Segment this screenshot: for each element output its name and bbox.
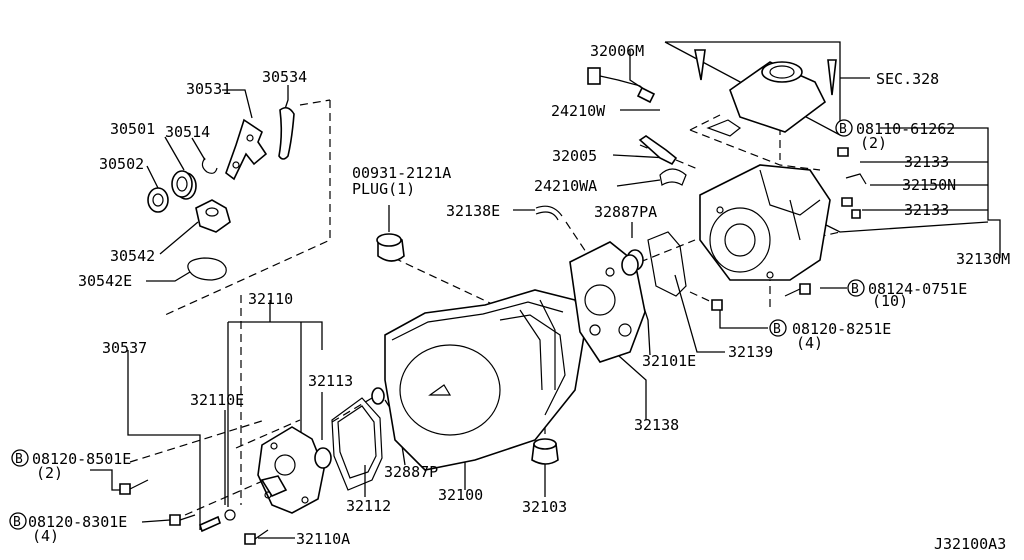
label-30531: 30531: [186, 80, 231, 98]
bolt-callout-08124-0751e: B 08124-0751E (10): [847, 279, 967, 310]
label-24210w: 24210W: [551, 102, 606, 120]
qty-08120-8251e: (4): [796, 334, 823, 352]
label-32103: 32103: [522, 498, 567, 516]
part-24210w-shape: [706, 119, 742, 137]
part-sec328-shape: [694, 49, 837, 133]
label-32100: 32100: [438, 486, 483, 504]
label-24210wa: 24210WA: [534, 177, 597, 195]
bolt-symbol: B: [839, 122, 847, 137]
label-32138: 32138: [634, 416, 679, 434]
label-32101e: 32101E: [642, 352, 696, 370]
bolt-callout-08120-8501e: B 08120-8501E (2): [11, 449, 131, 482]
label-30501: 30501: [110, 120, 155, 138]
label-32110: 32110: [248, 290, 293, 308]
part-32887pa-shape: [621, 249, 644, 276]
label-30502: 30502: [99, 155, 144, 173]
part-32887p-shape: [371, 387, 385, 405]
bolt-shapes: [119, 147, 867, 545]
label-08124-0751e: 08124-0751E: [868, 280, 967, 298]
label-32887pa: 32887PA: [594, 203, 657, 221]
label-08110-61262: 08110-61262: [856, 120, 955, 138]
part-30514-shape: [201, 157, 218, 174]
label-32887p: 32887P: [384, 463, 438, 481]
part-24210wa-shape: [659, 168, 687, 186]
label-30514: 30514: [165, 123, 210, 141]
part-30501-shape: [171, 170, 197, 200]
qty-08124-0751e: (10): [872, 292, 908, 310]
part-32100-shape: [384, 289, 586, 471]
label-plug: PLUG(1): [352, 180, 415, 198]
label-00931-2121a: 00931-2121A: [352, 164, 451, 182]
part-32112-shape: [331, 397, 383, 491]
part-32130m-shape: [699, 164, 831, 281]
label-32133-lower: 32133: [904, 201, 949, 219]
label-32110a: 32110A: [296, 530, 350, 548]
diagram-id: J32100A3: [934, 535, 1006, 553]
bolt-symbol: B: [773, 322, 781, 337]
label-32138e: 32138E: [446, 202, 500, 220]
part-32139-shape: [647, 231, 687, 297]
label-32150n: 32150N: [902, 176, 956, 194]
label-30537: 30537: [102, 339, 147, 357]
part-00931-shape: [376, 233, 405, 262]
label-32006m: 32006M: [590, 42, 644, 60]
label-32130m: 32130M: [956, 250, 1010, 268]
qty-08110-61262: (2): [860, 134, 887, 152]
part-30502-shape: [147, 187, 169, 213]
label-30542: 30542: [110, 247, 155, 265]
label-30542e: 30542E: [78, 272, 132, 290]
label-32139: 32139: [728, 343, 773, 361]
label-08120-8501e: 08120-8501E: [32, 450, 131, 468]
label-08120-8301e: 08120-8301E: [28, 513, 127, 531]
qty-08120-8501e: (2): [36, 464, 63, 482]
part-32005-shape: [638, 135, 678, 166]
bolt-symbol: B: [851, 282, 859, 297]
part-32103-shape: [531, 438, 559, 465]
bolt-symbol: B: [13, 515, 21, 530]
bolt-callout-08120-8301e: B 08120-8301E (4): [9, 512, 127, 545]
label-08120-8251e: 08120-8251E: [792, 320, 891, 338]
part-32110-shape: [257, 426, 325, 514]
part-32006m-shape: [587, 67, 656, 104]
part-32138e-shape: [535, 205, 563, 217]
bolt-callout-08110-61262: B 08110-61262 (2): [835, 119, 955, 152]
label-32112: 32112: [346, 497, 391, 515]
part-30531-shape: [225, 118, 268, 181]
qty-08120-8301e: (4): [32, 527, 59, 545]
bolt-callout-08120-8251e: B 08120-8251E (4): [769, 319, 891, 352]
part-30534-shape: [278, 106, 295, 160]
label-30534: 30534: [262, 68, 307, 86]
label-32113: 32113: [308, 372, 353, 390]
part-30542e-shape: [187, 257, 227, 281]
part-32113-shape: [314, 447, 332, 469]
label-sec328: SEC.328: [876, 70, 939, 88]
label-32110e: 32110E: [190, 391, 244, 409]
label-32005: 32005: [552, 147, 597, 165]
label-32133-upper: 32133: [904, 153, 949, 171]
bolt-symbol: B: [15, 452, 23, 467]
